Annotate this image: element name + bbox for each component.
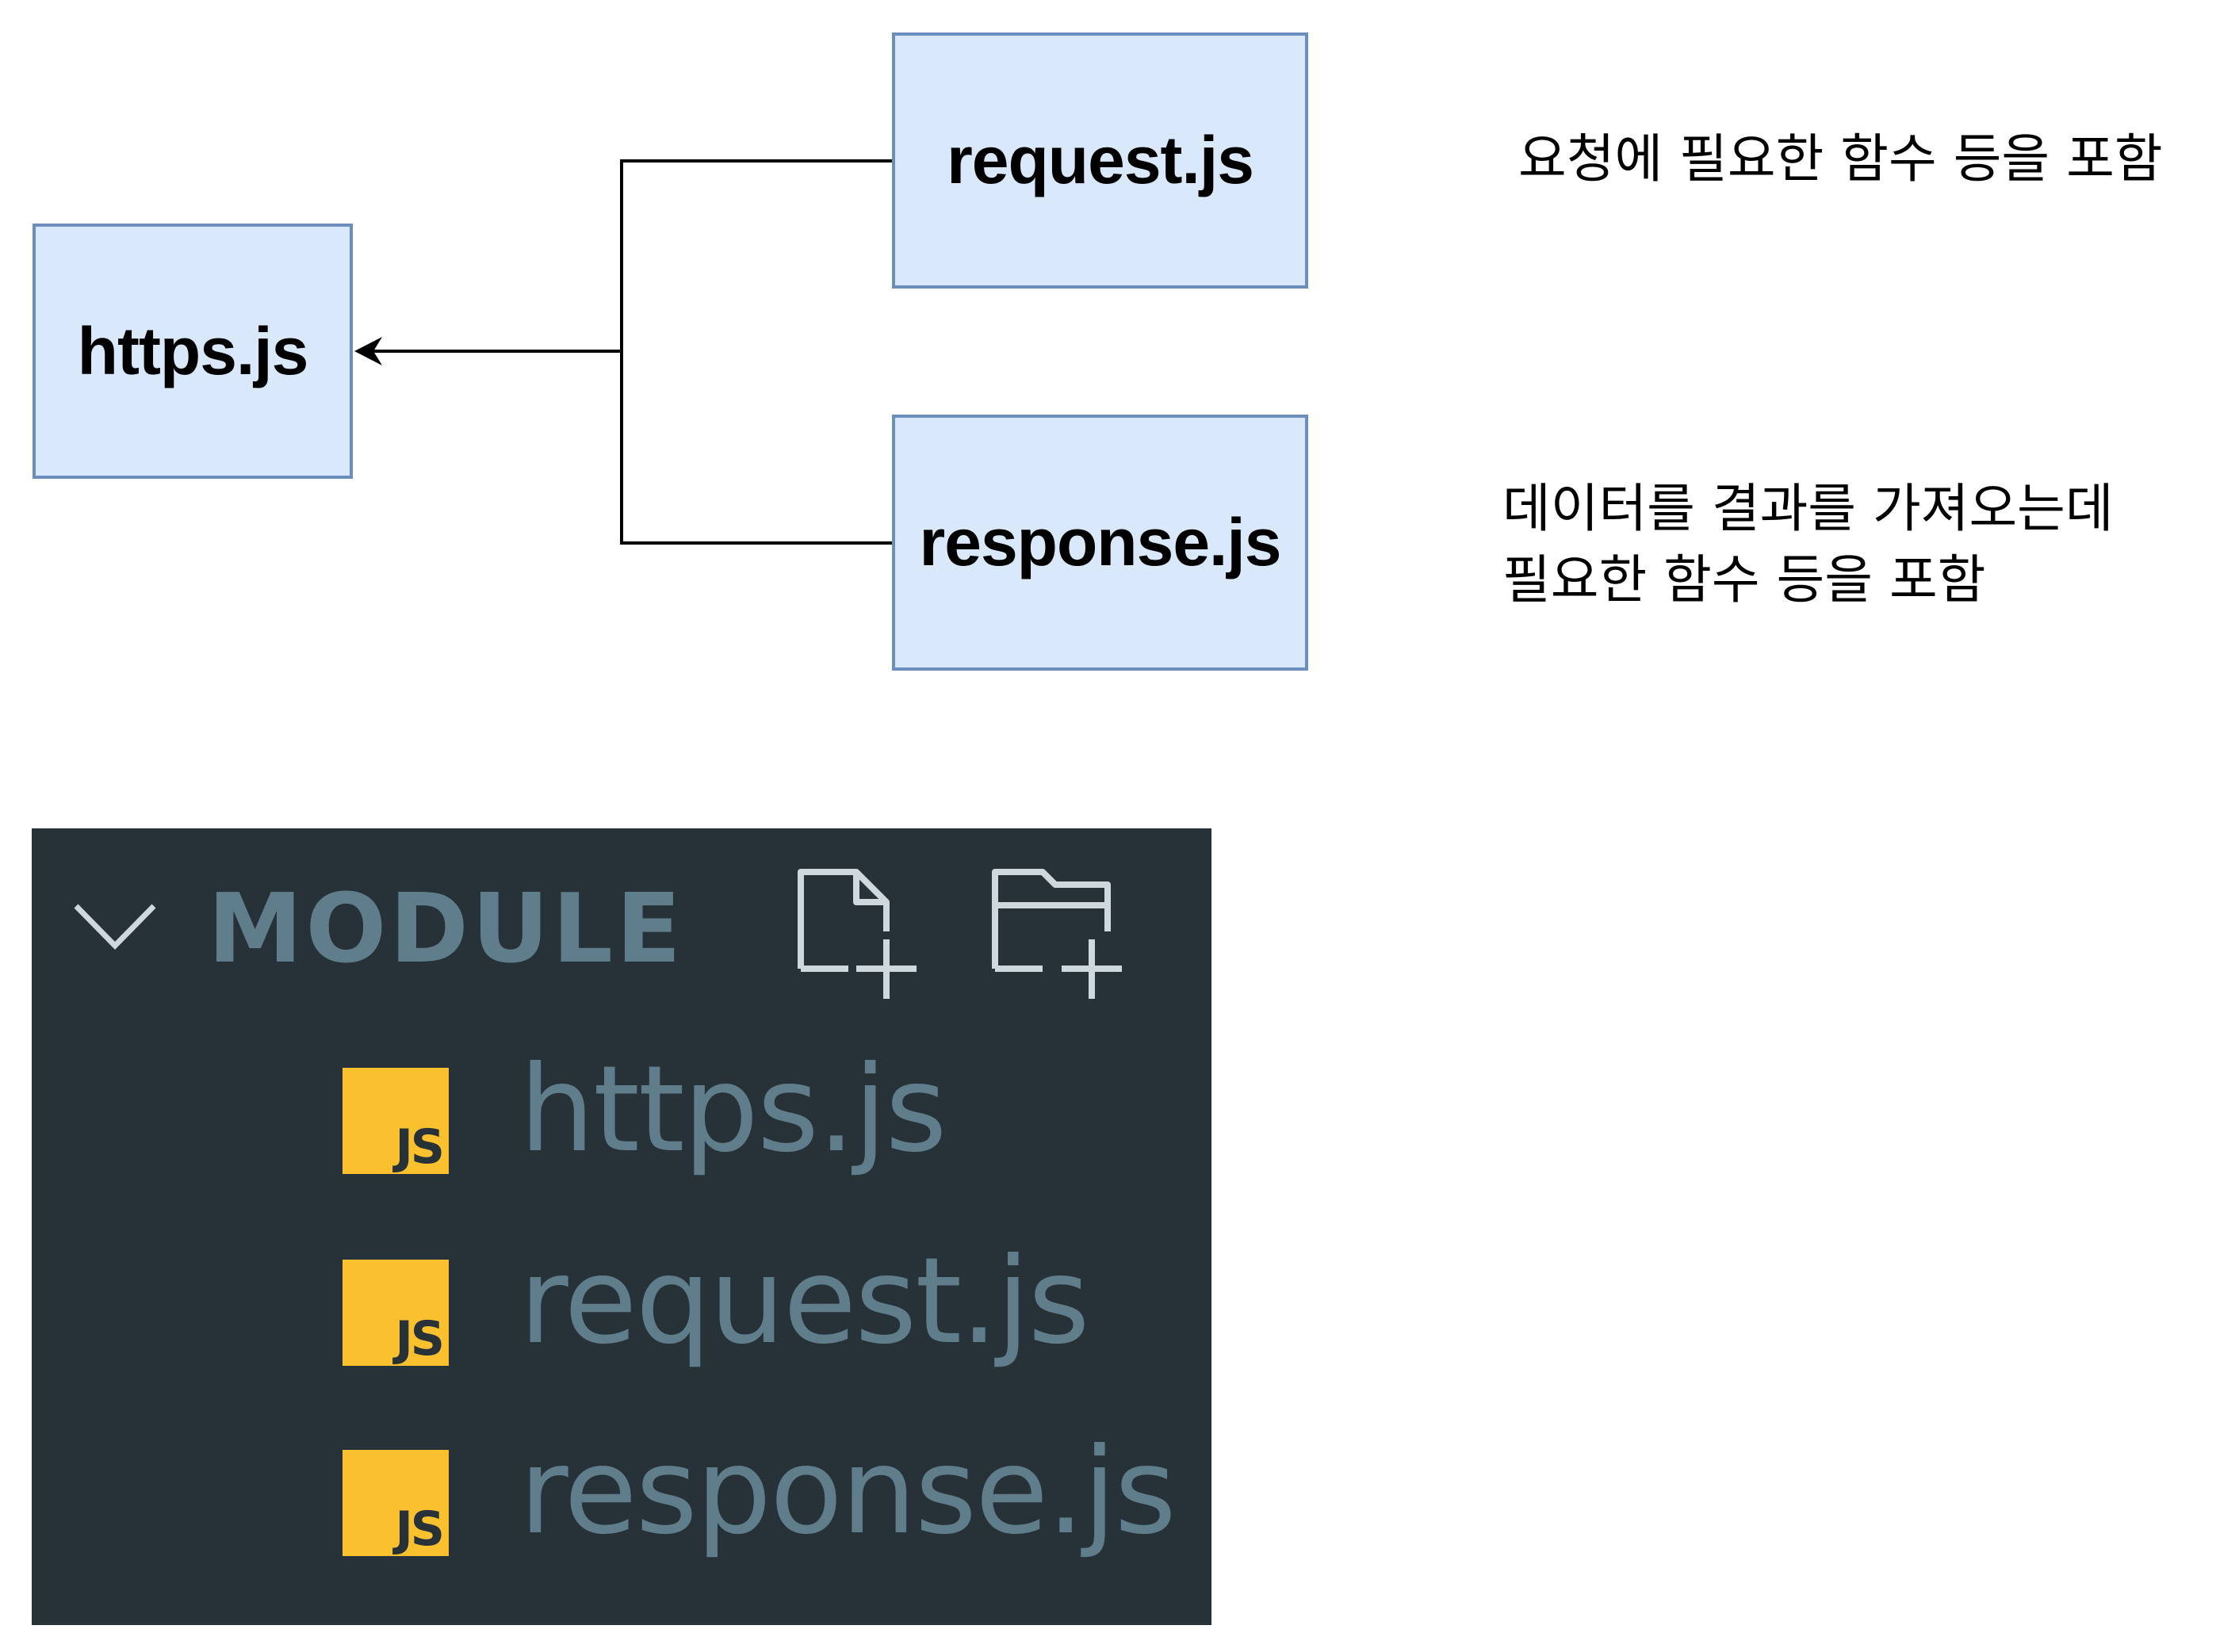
javascript-file-icon: JS [343,1450,449,1556]
file-row-response[interactable]: JS response.js [32,1417,1211,1591]
connector-lines [354,159,892,545]
file-name: request.js [519,1233,1090,1371]
module-diagram: https.js request.js response.js 요청에 필요한 … [0,0,2239,713]
file-name: https.js [519,1041,947,1179]
node-request: request.js [892,33,1308,289]
node-response: response.js [892,415,1308,671]
folder-header[interactable]: MODULE [32,828,1211,1034]
file-name: response.js [519,1423,1177,1561]
file-explorer-panel: MODULE JS https.js JS request.js JS [32,828,1211,1625]
request-connector [620,159,892,351]
note-request: 요청에 필요한 함수 등을 포함 [1518,128,2163,189]
file-row-request[interactable]: JS request.js [32,1226,1211,1401]
javascript-file-icon: JS [343,1068,449,1174]
node-https: https.js [33,224,353,479]
file-row-https[interactable]: JS https.js [32,1034,1211,1209]
note-response: 데이터를 결과를 가져오는데 필요한 함수 등을 포함 [1502,478,2114,610]
node-response-label: response.js [919,505,1282,579]
chevron-down-icon[interactable] [71,900,159,955]
javascript-file-icon: JS [343,1260,449,1366]
node-https-label: https.js [77,313,309,388]
folder-title: MODULE [208,874,684,985]
arrowhead-icon [354,337,382,365]
response-connector [620,351,892,545]
new-file-icon[interactable] [793,864,936,1007]
node-request-label: request.js [947,123,1254,197]
new-folder-icon[interactable] [987,864,1154,1007]
